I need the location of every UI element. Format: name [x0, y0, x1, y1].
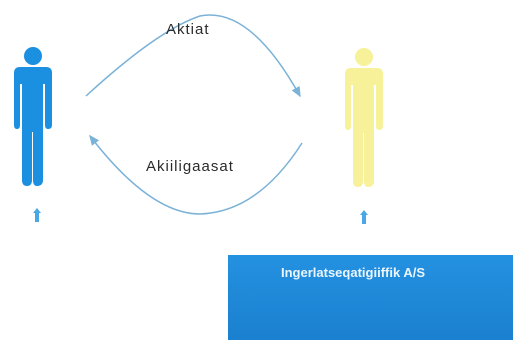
down-marker-left-icon — [33, 208, 41, 222]
arrow-top-label: Aktiat — [166, 21, 210, 38]
person-left-icon — [14, 47, 52, 186]
person-right-icon — [345, 48, 383, 187]
company-banner: Ingerlatseqatigiiffik A/S — [228, 255, 513, 340]
company-name: Ingerlatseqatigiiffik A/S — [281, 265, 425, 280]
arrow-bottom-icon — [89, 134, 303, 215]
down-marker-right-icon — [360, 210, 368, 224]
arrow-bottom-label: Akiiligaasat — [146, 158, 234, 175]
arrow-top-icon — [85, 14, 301, 98]
